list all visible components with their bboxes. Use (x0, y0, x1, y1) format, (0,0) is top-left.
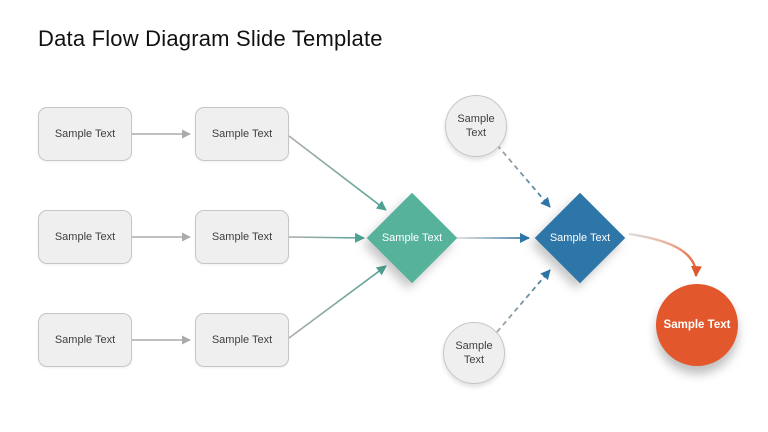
end-node-label: Sample Text (663, 318, 731, 331)
process-box-1: Sample Text (38, 107, 132, 161)
dashed-arrow-top-circle-to-blue-diamond (496, 144, 551, 208)
process-box-5: Sample Text (38, 313, 132, 367)
flow-arrow-row1-to-teal-diamond (288, 135, 387, 211)
process-box-2: Sample Text (195, 107, 289, 161)
curved-arrow-blue-diamond-to-end-circle (628, 232, 702, 278)
flow-arrow-row2-to-teal-diamond (288, 232, 365, 243)
data-circle-top: Sample Text (445, 95, 507, 157)
data-circle-bottom: Sample Text (443, 322, 505, 384)
process-box-6: Sample Text (195, 313, 289, 367)
process-box-4: Sample Text (195, 210, 289, 264)
flow-arrow-row3-to-teal-diamond (288, 265, 387, 339)
dashed-arrow-bottom-circle-to-blue-diamond (496, 269, 551, 333)
blue-diamond-label: Sample Text (549, 231, 611, 244)
process-box-3: Sample Text (38, 210, 132, 264)
end-node-circle: Sample Text (656, 284, 738, 366)
teal-diamond-label: Sample Text (381, 231, 443, 244)
slide-title: Data Flow Diagram Slide Template (38, 26, 383, 51)
